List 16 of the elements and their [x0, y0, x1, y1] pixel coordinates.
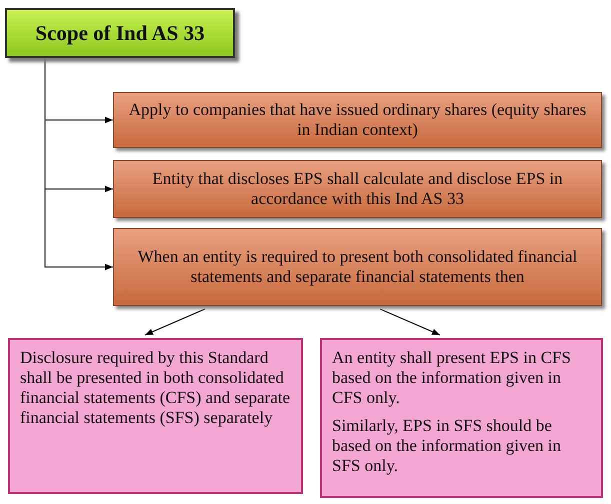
box-text: Apply to companies that have issued ordinary shares (equity shares in Indian context) — [128, 100, 588, 140]
box-text: Entity that discloses EPS shall calculate and disclose EPS in accordance with this Ind AS 33 — [151, 169, 564, 209]
process-box — [113, 228, 602, 306]
box-text: An entity shall present EPS in CFS based on the information given in CFS only. — [332, 348, 572, 408]
arrow — [44, 58, 114, 270]
box-text: When an entity is required to present both consolidated financial statements and separate financial statements then — [136, 247, 578, 287]
title-box — [5, 8, 235, 58]
box-text: Disclosure required by this Standard shall be presented in both consolidated financial statements (CFS) and separate financial statements (SFS) separately — [20, 348, 291, 428]
process-box — [113, 160, 602, 218]
box-text: Similarly, EPS in SFS should be based on the information given in SFS only. — [332, 416, 562, 476]
note-box — [320, 338, 603, 498]
arrow — [144, 308, 206, 336]
arrow — [380, 308, 440, 336]
process-box — [113, 92, 602, 148]
note-box — [8, 338, 303, 494]
box-text: Scope of Ind AS 33 — [35, 23, 205, 43]
